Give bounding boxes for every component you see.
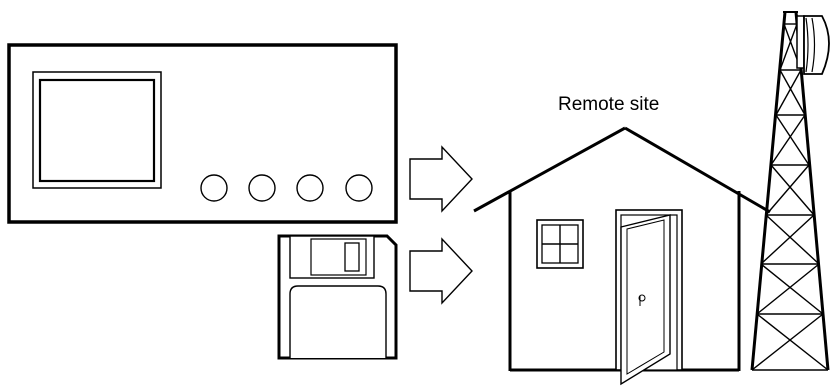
arrow-right-icon [409,237,473,305]
door [615,209,683,386]
house-icon [473,126,771,386]
window [536,219,584,269]
oscilloscope-icon [7,43,398,224]
site-label: Remote site [558,94,659,115]
floppy-disk-icon [277,234,398,360]
radio-tower-icon [750,11,830,371]
arrow-right-icon [409,145,473,213]
antenna-dish-icon [796,15,830,75]
